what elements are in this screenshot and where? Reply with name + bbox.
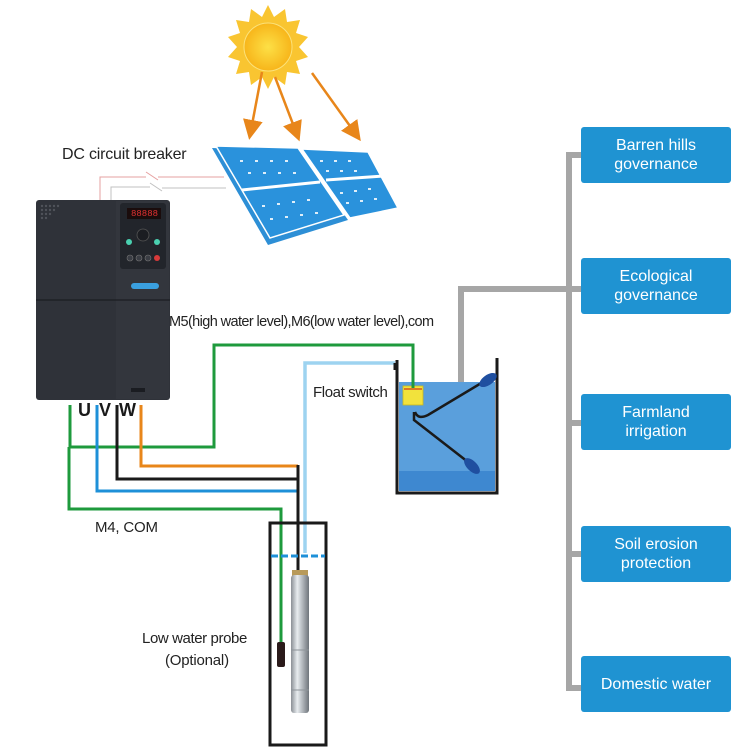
application-label: Domestic water [600,675,712,693]
sun-icon [228,5,308,89]
wire-u-blue [95,405,298,493]
dc-breaker-label: DC circuit breaker [62,146,187,163]
m5-m6-com-label: M5(high water level),M6(low water level)… [169,314,434,330]
wire-float-lightblue [303,361,395,553]
low-water-probe-icon [277,642,285,667]
float-switch [402,372,497,474]
well [268,521,328,747]
m4-com-label: M4, COM [95,519,158,536]
brand-logo [131,283,159,289]
wire-m5-m6-com [68,343,415,449]
application-domestic-water: Domestic water [581,656,731,712]
solar-panel-icon [212,145,400,245]
water-pipe [458,152,581,691]
application-label: Ecological governance [614,268,698,304]
wire-m4-com [67,447,283,655]
low-water-probe-optional-label: (Optional) [165,652,229,669]
submersible-pump-icon [291,570,309,713]
application-ecological: Ecological governance [581,258,731,314]
sunlight-arrows [243,71,361,142]
inverter-display: 88888 [131,209,158,219]
wiring [67,343,415,655]
low-water-probe-label: Low water probe [142,630,247,647]
application-label: Farmland irrigation [622,404,690,440]
dc-breaker-wires [99,171,226,201]
wire-w-orange [139,405,298,468]
application-soil-erosion: Soil erosion protection [581,526,731,582]
inverter-device [36,200,170,400]
float-switch-label: Float switch [313,384,388,401]
application-farmland: Farmland irrigation [581,394,731,450]
terminal-u-label: U [78,400,91,420]
terminal-v-label: V [99,400,111,420]
terminal-w-label: W [119,400,136,420]
application-barren-hills: Barren hills governance [581,127,731,183]
wire-v-black [115,405,298,481]
application-label: Soil erosion protection [614,536,698,572]
application-label: Barren hills governance [614,137,698,173]
